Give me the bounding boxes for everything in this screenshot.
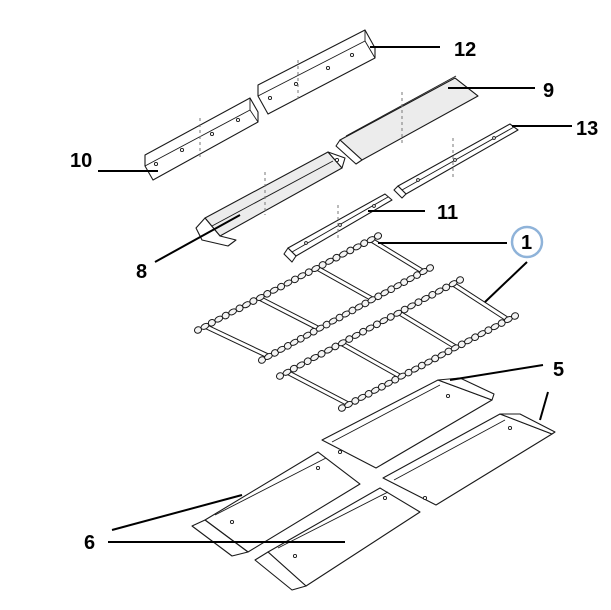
cross-rod xyxy=(203,324,271,358)
callout-13: 13 xyxy=(576,118,598,140)
leader-1b xyxy=(484,261,528,303)
cross-rod xyxy=(285,370,351,406)
leader-8 xyxy=(154,214,241,263)
chain-link xyxy=(425,264,435,272)
callout-1-highlight-circle xyxy=(510,225,544,259)
cross-rod xyxy=(257,296,321,331)
callout-10: 10 xyxy=(70,150,92,172)
chain-link xyxy=(373,232,383,240)
callout-9: 9 xyxy=(543,80,554,102)
part-6-plate-lower xyxy=(254,487,421,591)
part-9-triangular-cover xyxy=(335,75,479,165)
callout-6: 6 xyxy=(84,532,95,554)
part-5-plate-lower xyxy=(382,413,556,506)
part-10-angle-bar xyxy=(144,97,259,181)
chain-link xyxy=(455,276,465,284)
part-13-angle-strip xyxy=(393,123,519,199)
leader-5a xyxy=(449,364,544,381)
cross-rod xyxy=(315,266,375,301)
leader-lines xyxy=(98,46,572,543)
leader-5b xyxy=(539,391,549,421)
callout-12: 12 xyxy=(454,39,476,61)
leader-6a xyxy=(111,494,243,531)
cross-rod xyxy=(339,341,403,379)
part-11-angle-strip xyxy=(283,193,393,263)
cross-rod xyxy=(397,311,458,349)
part-1-chain-assembly xyxy=(193,232,520,412)
callout-11: 11 xyxy=(437,202,458,224)
part-12-angle-bar xyxy=(257,29,376,115)
cross-rod xyxy=(369,238,425,274)
callout-1: 1 xyxy=(521,232,532,254)
callout-8: 8 xyxy=(136,261,147,283)
callout-5: 5 xyxy=(553,359,564,381)
cross-rod xyxy=(451,282,510,322)
chain-link xyxy=(510,312,520,320)
